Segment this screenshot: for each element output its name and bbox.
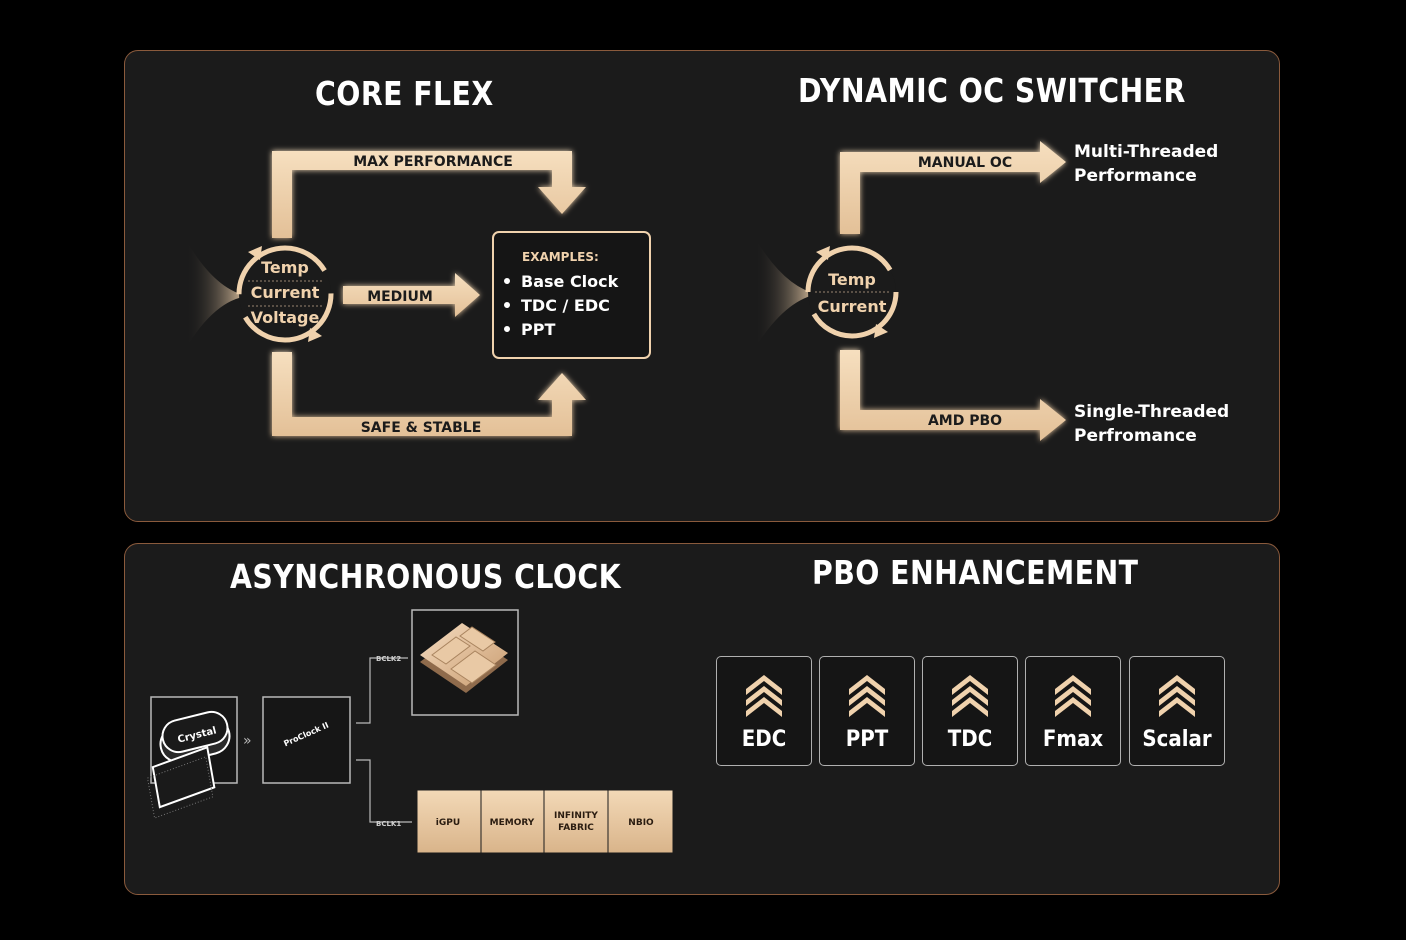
chevron-up-icon xyxy=(952,675,988,717)
safe-stable-path xyxy=(272,352,586,436)
bclk1-label: BCLK1 xyxy=(376,820,401,828)
core-flex-title: CORE FLEX xyxy=(315,74,494,113)
input-cone-shape xyxy=(755,238,818,348)
medium-label: MEDIUM xyxy=(367,289,433,305)
bullet xyxy=(504,278,510,284)
core-flex-diagram: MAX PERFORMANCE MEDIUM SAFE & STABLE Tem… xyxy=(186,151,651,436)
bullet xyxy=(504,302,510,308)
pbo-label-scalar: Scalar xyxy=(1142,727,1212,752)
pbo-item-tdc: TDC xyxy=(922,656,1018,766)
pbo-label-fmax: Fmax xyxy=(1042,727,1104,752)
pbo-label-edc: EDC xyxy=(741,727,787,752)
pbo-item-fmax: Fmax xyxy=(1025,656,1121,766)
proclock-box xyxy=(262,696,351,784)
cpu-chip-icon xyxy=(420,623,508,693)
examples-title: EXAMPLES: xyxy=(522,250,599,264)
nbio-block xyxy=(607,789,674,854)
single-threaded-label: Single-Threaded xyxy=(1074,402,1229,422)
pbo-label-tdc: TDC xyxy=(947,727,993,752)
circle-temp-label: Temp xyxy=(261,258,309,277)
manual-oc-path xyxy=(840,141,1066,234)
example-tdc-edc: TDC / EDC xyxy=(521,296,610,315)
cycle-icon xyxy=(805,245,899,339)
multi-threaded-label: Multi-Threaded xyxy=(1074,142,1218,162)
asynchronous-clock-title: ASYNCHRONOUS CLOCK xyxy=(230,557,622,596)
input-cone-shape xyxy=(186,240,248,348)
pbo-item-ppt: PPT xyxy=(819,656,915,766)
chevron-up-icon xyxy=(849,675,885,717)
single-performance-label: Perfromance xyxy=(1074,426,1197,446)
amd-pbo-label: AMD PBO xyxy=(928,413,1002,429)
igpu-block xyxy=(416,789,482,854)
multi-performance-label: Performance xyxy=(1074,166,1197,186)
dynamic-oc-diagram: MANUAL OC AMD PBO Temp Current Multi-Thr… xyxy=(755,141,1229,446)
medium-path xyxy=(343,273,480,317)
examples-box xyxy=(492,231,651,359)
pbo-label-ppt: PPT xyxy=(845,727,889,752)
bclk2-connector xyxy=(356,657,408,724)
circle-temp-label: Temp xyxy=(828,270,876,289)
chevron-right-icon: » xyxy=(243,733,252,749)
circle-current-label: Current xyxy=(818,297,887,316)
dynamic-oc-switcher-title: DYNAMIC OC SWITCHER xyxy=(798,71,1186,110)
cycle-icon xyxy=(236,245,334,343)
igpu-label: iGPU xyxy=(436,818,460,828)
infinity-fabric-block xyxy=(543,789,609,854)
pbo-item-scalar: Scalar xyxy=(1129,656,1225,766)
max-performance-label: MAX PERFORMANCE xyxy=(353,154,513,170)
pbo-enhancement-title: PBO ENHANCEMENT xyxy=(812,553,1139,592)
bullet xyxy=(504,326,510,332)
nbio-label: NBIO xyxy=(628,818,654,828)
bclk1-blocks xyxy=(416,789,674,854)
safe-stable-label: SAFE & STABLE xyxy=(361,420,482,436)
bclk1-connector xyxy=(356,759,412,823)
bclk2-label: BCLK2 xyxy=(376,655,401,663)
memory-label: MEMORY xyxy=(490,818,535,828)
max-performance-path xyxy=(272,151,586,238)
amd-pbo-path xyxy=(840,350,1066,441)
chevron-up-icon xyxy=(1159,675,1195,717)
memory-block xyxy=(480,789,545,854)
manual-oc-label: MANUAL OC xyxy=(918,155,1012,171)
example-base-clock: Base Clock xyxy=(521,272,619,291)
chevron-up-icon xyxy=(746,675,782,717)
chevron-up-icon xyxy=(1055,675,1091,717)
example-ppt: PPT xyxy=(521,320,555,339)
chip-icon xyxy=(146,745,216,819)
crystal-icon xyxy=(159,710,231,764)
circle-current-label: Current xyxy=(251,283,320,302)
pbo-item-edc: EDC xyxy=(716,656,812,766)
circle-voltage-label: Voltage xyxy=(251,308,320,327)
